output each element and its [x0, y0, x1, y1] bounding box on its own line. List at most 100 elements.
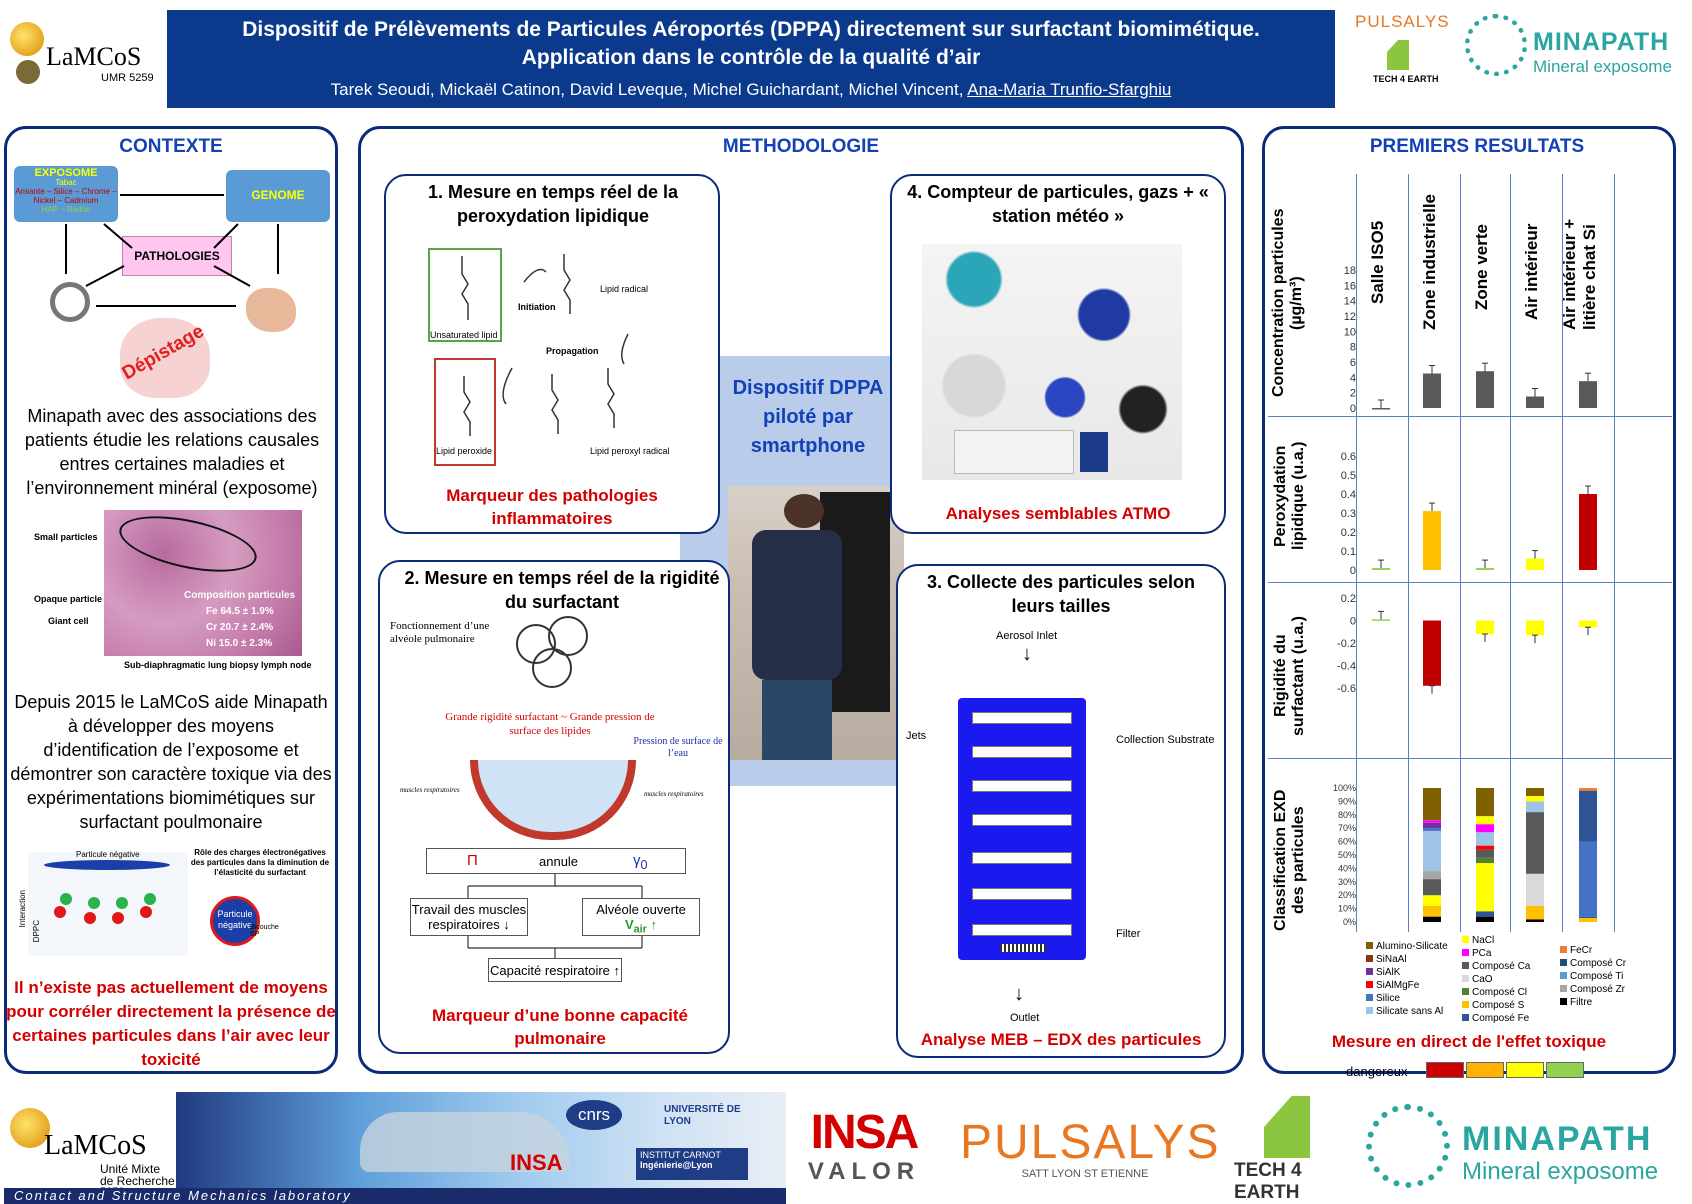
- peroxide-frame: [434, 358, 496, 466]
- stacked-bar-segment: [1476, 816, 1494, 825]
- lipid-head-4: [144, 893, 156, 905]
- bar: [1423, 373, 1441, 408]
- histo-label-giant: Giant cell: [48, 616, 89, 626]
- impactor-plate-3: [972, 780, 1072, 792]
- interaction-label: Interaction: [18, 890, 27, 928]
- legend-item: Composé S: [1462, 999, 1554, 1012]
- bar: [1526, 558, 1544, 570]
- y-tick-label: 4: [1350, 372, 1356, 384]
- stacked-bar-segment: [1526, 873, 1544, 906]
- impactor-label-inlet: Aerosol Inlet: [996, 630, 1058, 642]
- resultats-panel: [1262, 126, 1676, 1074]
- sensor-breadboard: [954, 430, 1074, 474]
- stacked-bar-segment: [1476, 857, 1494, 864]
- pulsalys-text: PULSALYS: [1355, 12, 1450, 31]
- y-tick-label: 80%: [1338, 810, 1356, 820]
- contexte-diagram-arrows: [65, 194, 279, 307]
- legend-item: Alumino-Silicate: [1366, 940, 1462, 953]
- header-lamcos-logo: LaMCoS UMR 5259: [6, 12, 156, 102]
- grid-hline-3: [1268, 758, 1672, 759]
- genome-label: GENOME: [251, 188, 305, 202]
- stacked-bar-segment: [1423, 905, 1441, 917]
- legend-item: Composé Zr: [1560, 983, 1650, 996]
- y-tick-label: 0.3: [1341, 508, 1356, 520]
- y-tick-label: -0.2: [1337, 638, 1356, 650]
- legend-item: NaCl: [1462, 934, 1554, 947]
- lungs-icon: [120, 318, 210, 398]
- y-tick-label: 40%: [1338, 863, 1356, 873]
- row-label-concentration: Concentration particules (µg/m³): [1270, 208, 1305, 398]
- stacked-bar-segment: [1423, 830, 1441, 872]
- lamcos-globe-icon: [10, 22, 44, 56]
- impactor-outlet-arrow: ↓: [1014, 983, 1024, 1005]
- charges-title: Rôle des charges électronégatives des pa…: [190, 848, 330, 877]
- y-tick-label: -0.6: [1337, 683, 1356, 695]
- exposome-item-4: HAP – Radon: [41, 205, 91, 214]
- y-tick-label: -0.4: [1337, 661, 1356, 673]
- negative-particle-label: Particule négative: [217, 909, 253, 930]
- footer-carnot-sub: Ingénierie@Lyon: [640, 1160, 713, 1170]
- y-tick-label: 8: [1350, 342, 1356, 354]
- header-pulsalys-logo: PULSALYS TECH 4 EARTH: [1355, 12, 1450, 97]
- author-underlined: Ana-Maria Trunfio-Sfarghiu: [967, 80, 1172, 99]
- poster-title-line1: Dispositif de Prélèvements de Particules…: [242, 18, 1260, 41]
- legend-label: SiAlK: [1376, 967, 1401, 978]
- y-tick-label: 6: [1350, 357, 1356, 369]
- lipid-head-2: [88, 897, 100, 909]
- muscles-left: muscles respiratoires: [400, 786, 460, 794]
- stacked-bar-segment: [1526, 788, 1544, 797]
- impactor-label-jets: Jets: [906, 730, 927, 742]
- impactor-plate-5: [972, 852, 1072, 864]
- stacked-bar-segment: [1476, 845, 1494, 850]
- histo-comp-title: Composition particules: [184, 590, 296, 601]
- header-minapath-logo: MINAPATH Mineral exposome: [1463, 12, 1688, 87]
- footer-insa-small: INSA: [510, 1150, 563, 1175]
- bar: [1579, 381, 1597, 408]
- lipid-red-4: [140, 906, 152, 918]
- minapath-text: MINAPATH: [1533, 28, 1670, 56]
- legend-label: Composé Cr: [1570, 958, 1627, 969]
- pi-symbol: Π: [467, 852, 478, 869]
- legend-label: Composé S: [1472, 1000, 1525, 1011]
- stacked-bar-segment: [1579, 841, 1597, 917]
- exposome-item-3: Nickel – Cadmium: [33, 196, 99, 205]
- impactor-plate-1: [972, 712, 1072, 724]
- footer-carnot: INSTITUT CARNOT Ingénierie@Lyon: [636, 1148, 748, 1180]
- stacked-bar-segment: [1526, 919, 1544, 922]
- stacked-bar-segment: [1526, 801, 1544, 813]
- danger-swatch-1: [1426, 1062, 1464, 1078]
- stacked-bar-segment: [1423, 828, 1441, 831]
- tech4earth-text: TECH 4 EARTH: [1373, 74, 1439, 84]
- lamcos-umr-text: UMR 5259: [101, 72, 154, 84]
- alveole-open-box: Alvéole ouverte Vair ↑: [582, 898, 700, 936]
- y-tick-label: 0%: [1343, 917, 1356, 927]
- minapath-subtext: Mineral exposome: [1533, 57, 1672, 76]
- legend-label: CaO: [1472, 974, 1493, 985]
- stacked-bar-segment: [1579, 790, 1597, 842]
- stacked-bar-segment: [1423, 871, 1441, 880]
- negative-particle-circle: Particule négative: [210, 896, 260, 946]
- grid-vline-2: [1408, 174, 1409, 932]
- legend-item: CaO: [1462, 973, 1554, 986]
- stacked-bar-segment: [1579, 917, 1597, 922]
- box4-title: 4. Compteur de particules, gazs + « stat…: [907, 182, 1209, 226]
- impactor-label-filter: Filter: [1116, 928, 1141, 940]
- dangereux-label: dangereux: [1346, 1064, 1408, 1079]
- footer-lamcos-text: LaMCoS: [44, 1130, 147, 1161]
- legend-item: Composé Cr: [1560, 957, 1650, 970]
- hand-icon: [246, 288, 296, 332]
- y-tick-label: 0.1: [1341, 546, 1356, 558]
- alveole-label: Fonctionnement d’une alvéole pulmonaire: [390, 620, 490, 645]
- contexte-title: CONTEXTE: [119, 136, 223, 157]
- lipid-head-1: [60, 893, 72, 905]
- footer-minapath: MINAPATH Mineral exposome: [1364, 1100, 1690, 1196]
- grid-vline-6: [1614, 174, 1615, 932]
- chem-label-initiation: Initiation: [518, 302, 556, 312]
- chem-label-peroxyl-radical: Lipid peroxyl radical: [590, 446, 670, 456]
- impactor-inlet-arrow: ↓: [1022, 643, 1032, 665]
- alveole-open-label: Alvéole ouverte: [596, 902, 686, 917]
- impactor-label-outlet: Outlet: [1010, 1012, 1040, 1024]
- danger-swatch-3: [1506, 1062, 1544, 1078]
- y-tick-label: 16: [1344, 280, 1356, 292]
- pression-text: Pression de surface de l’eau: [633, 736, 723, 759]
